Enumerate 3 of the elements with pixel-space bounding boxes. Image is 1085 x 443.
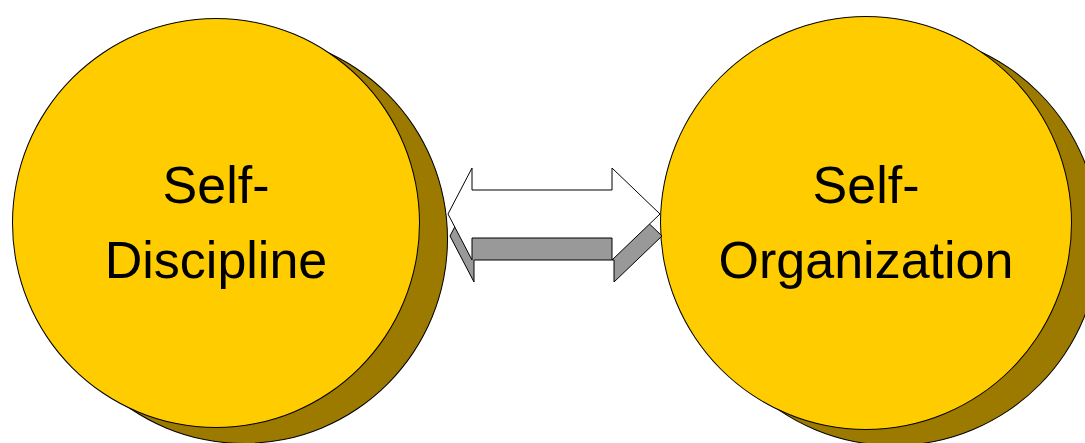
node-label: Self- Discipline — [103, 154, 329, 291]
node-label: Self- Organization — [717, 154, 1015, 291]
double-block-arrow — [447, 167, 663, 283]
